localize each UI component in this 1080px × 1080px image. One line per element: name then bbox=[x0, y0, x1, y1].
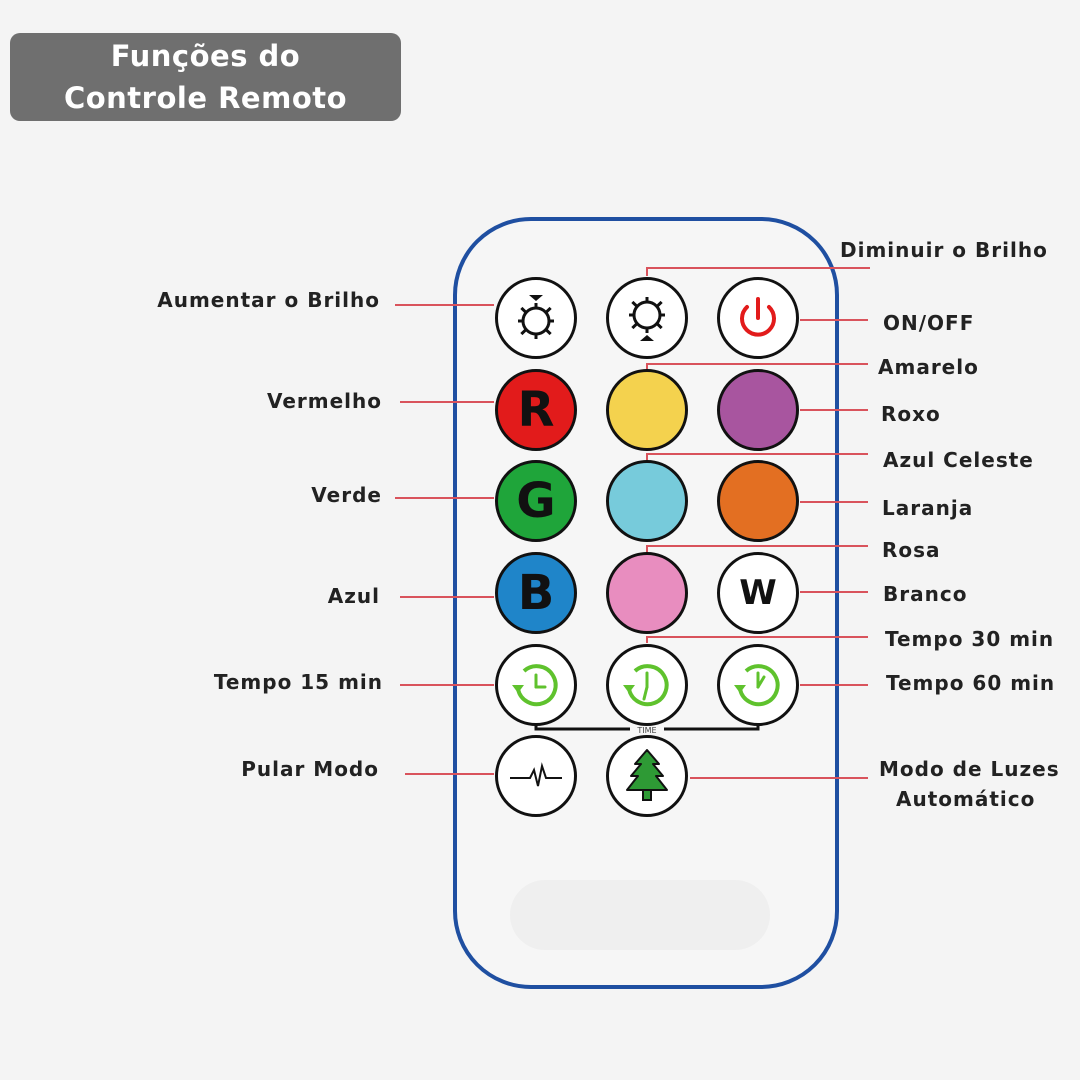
power-icon bbox=[740, 297, 776, 337]
tree-icon bbox=[626, 749, 668, 801]
leader-brightness-down bbox=[646, 267, 870, 276]
label-purple: Roxo bbox=[881, 402, 941, 426]
timer-30-icon bbox=[623, 664, 669, 707]
label-auto-mode-line1: Modo de Luzes bbox=[879, 757, 1060, 781]
brightness-down-button[interactable] bbox=[606, 277, 688, 359]
blue-button-letter: B bbox=[517, 565, 555, 621]
label-jump-mode: Pular Modo bbox=[241, 757, 379, 781]
purple-button[interactable] bbox=[717, 369, 799, 451]
label-timer-30: Tempo 30 min bbox=[885, 627, 1055, 651]
blue-button[interactable]: B bbox=[495, 552, 577, 634]
label-on-off: ON/OFF bbox=[883, 311, 975, 335]
brightness-down-icon bbox=[629, 297, 665, 341]
green-button-letter: G bbox=[516, 473, 556, 529]
leader-yellow bbox=[646, 363, 868, 370]
label-blue: Azul bbox=[327, 584, 380, 608]
label-yellow: Amarelo bbox=[878, 355, 979, 379]
label-timer-15: Tempo 15 min bbox=[213, 670, 383, 694]
white-button-letter: W bbox=[739, 573, 777, 613]
brightness-up-icon bbox=[518, 295, 554, 339]
title-box: Funções do Controle Remoto bbox=[10, 33, 401, 121]
red-button[interactable]: R bbox=[495, 369, 577, 451]
timer-60-icon bbox=[734, 664, 780, 707]
white-button[interactable]: W bbox=[717, 552, 799, 634]
timer-60-button[interactable] bbox=[717, 644, 799, 726]
title-line-2: Controle Remoto bbox=[63, 81, 348, 115]
red-button-letter: R bbox=[517, 382, 555, 438]
auto-mode-button[interactable] bbox=[606, 735, 688, 817]
jump-mode-button[interactable] bbox=[495, 735, 577, 817]
label-sky-blue: Azul Celeste bbox=[883, 448, 1034, 472]
label-auto-mode-line2: Automático bbox=[896, 787, 1036, 811]
timer-group-label: TIME bbox=[636, 726, 656, 735]
leader-pink bbox=[646, 545, 868, 552]
pink-button[interactable] bbox=[606, 552, 688, 634]
title-line-1: Funções do bbox=[110, 39, 301, 73]
label-green: Verde bbox=[311, 483, 382, 507]
green-button[interactable]: G bbox=[495, 460, 577, 542]
label-red: Vermelho bbox=[266, 389, 382, 413]
timer-30-button[interactable] bbox=[606, 644, 688, 726]
sky-blue-button[interactable] bbox=[606, 460, 688, 542]
yellow-button[interactable] bbox=[606, 369, 688, 451]
timer-15-icon bbox=[512, 664, 558, 707]
label-timer-60: Tempo 60 min bbox=[886, 671, 1056, 695]
leader-timer-30 bbox=[646, 636, 868, 643]
pulse-wave-icon bbox=[510, 762, 562, 787]
label-brightness-down: Diminuir o Brilho bbox=[840, 238, 1048, 262]
label-pink: Rosa bbox=[882, 538, 941, 562]
orange-button[interactable] bbox=[717, 460, 799, 542]
brightness-up-button[interactable] bbox=[495, 277, 577, 359]
label-orange: Laranja bbox=[882, 496, 974, 520]
remote-shine bbox=[510, 880, 770, 950]
power-button[interactable] bbox=[717, 277, 799, 359]
label-brightness-up: Aumentar o Brilho bbox=[157, 288, 380, 312]
leader-sky-blue bbox=[646, 453, 868, 460]
timer-15-button[interactable] bbox=[495, 644, 577, 726]
label-white: Branco bbox=[883, 582, 968, 606]
